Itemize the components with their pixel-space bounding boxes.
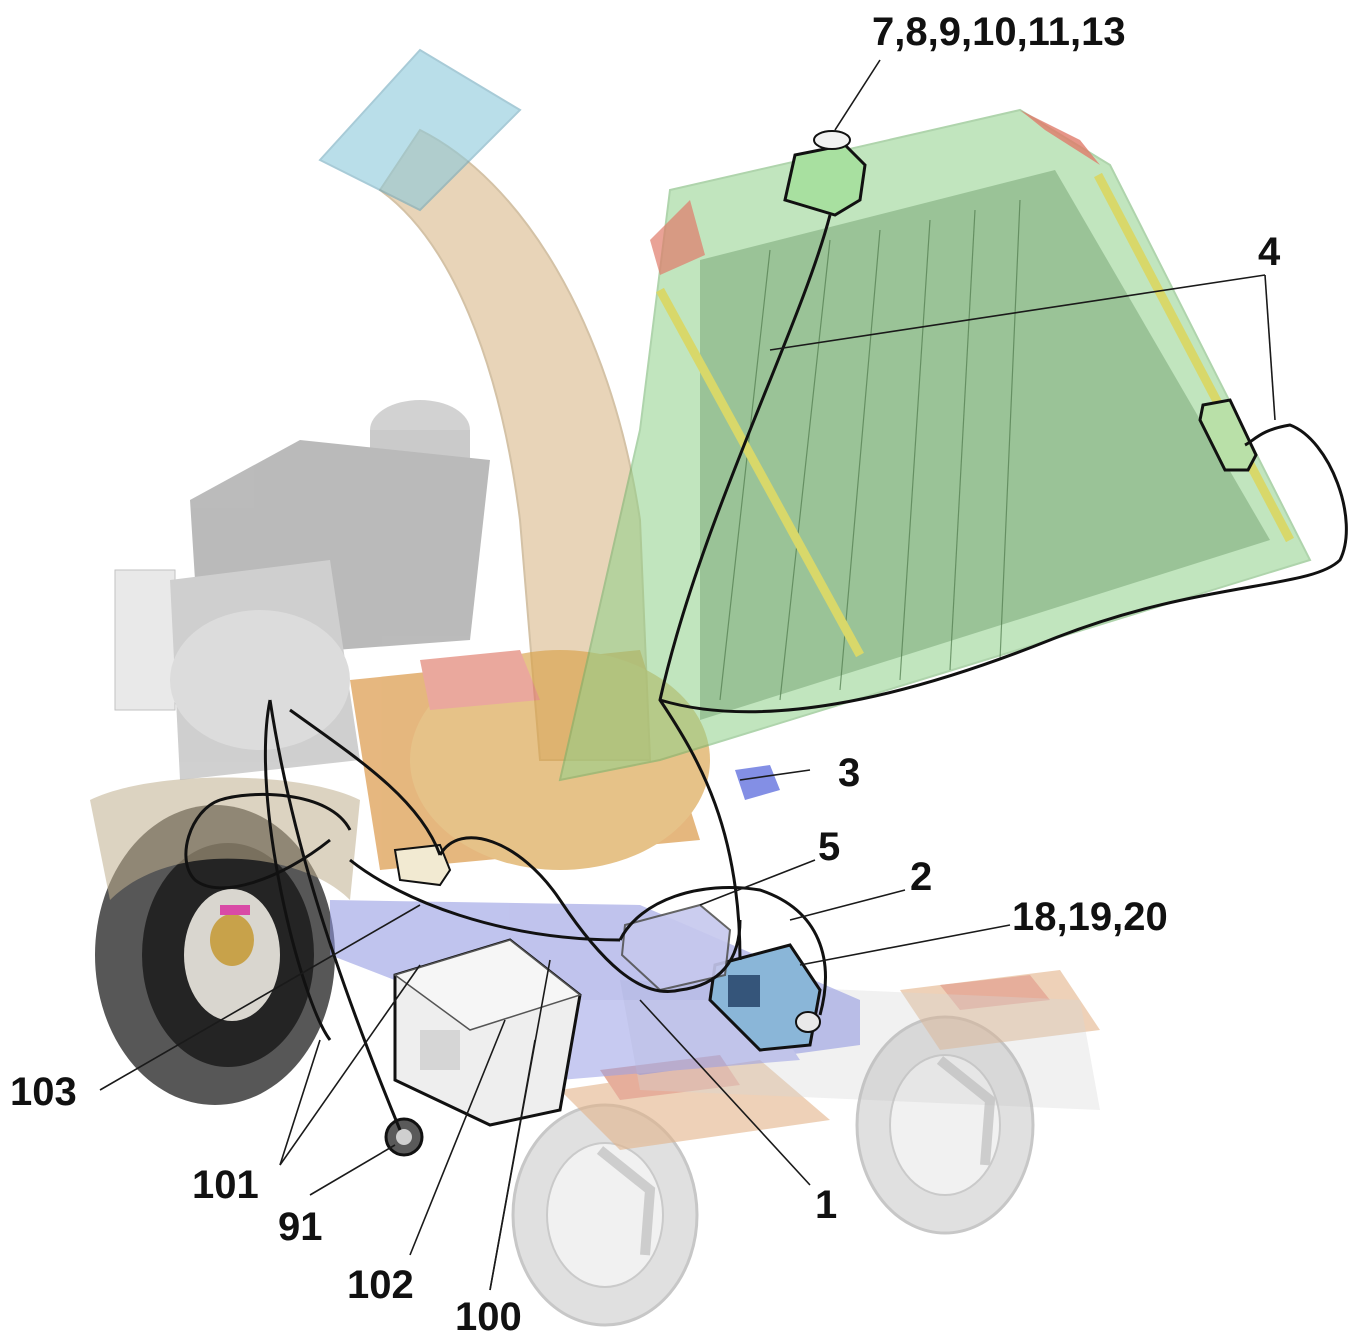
callout-103: 103 xyxy=(10,1070,77,1114)
battery xyxy=(393,938,582,1127)
callout-labels: 7,8,9,10,11,13 4 3 5 2 18,19,20 103 101 … xyxy=(10,10,1281,1339)
callout-1: 1 xyxy=(815,1183,837,1227)
callout-5: 5 xyxy=(818,825,840,869)
wiring-harness xyxy=(184,214,1348,1131)
callout-3: 3 xyxy=(838,751,860,795)
callout-102: 102 xyxy=(347,1263,414,1307)
callout-91: 91 xyxy=(278,1205,323,1249)
rear-wheel-left xyxy=(511,1103,699,1327)
hopper-sensor xyxy=(1198,398,1258,472)
relay-box xyxy=(708,943,822,1052)
leader-lines xyxy=(99,59,1276,1291)
callout-100: 100 xyxy=(455,1295,522,1339)
chute-deflector xyxy=(318,48,522,212)
drum-connector xyxy=(393,843,452,887)
machine-illustration xyxy=(90,48,1348,1327)
tension-sensor xyxy=(735,765,780,800)
hopper-rail-right xyxy=(1094,172,1294,543)
front-wheel xyxy=(95,805,335,1105)
key-switch xyxy=(384,1117,424,1157)
callout-101: 101 xyxy=(192,1163,259,1207)
feed-hopper xyxy=(558,108,1312,782)
callout-7-13: 7,8,9,10,11,13 xyxy=(872,10,1126,54)
switch-box xyxy=(783,130,867,217)
hopper-rail-left xyxy=(656,287,864,658)
rear-wheel-right xyxy=(855,1015,1035,1235)
callout-4: 4 xyxy=(1258,230,1281,274)
callout-18-20: 18,19,20 xyxy=(1012,895,1168,939)
callout-2: 2 xyxy=(910,855,932,899)
